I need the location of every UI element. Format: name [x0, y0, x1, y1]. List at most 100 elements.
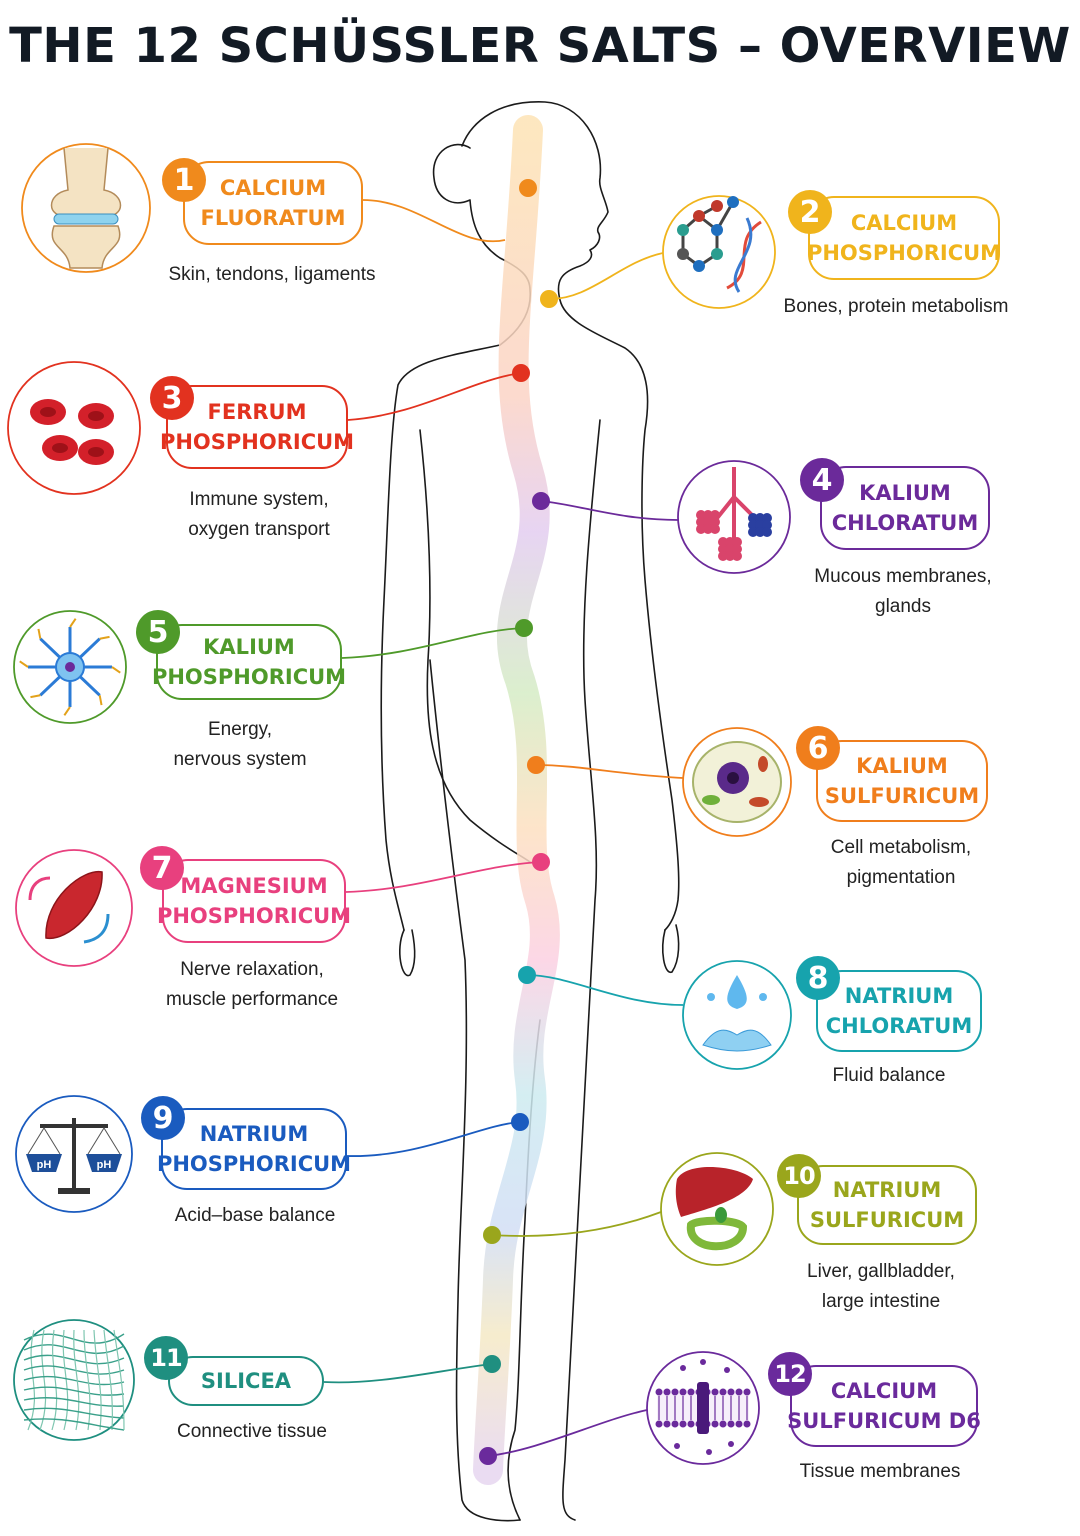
- number-badge: 5: [136, 610, 180, 654]
- salt-description: Skin, tendons, ligaments: [112, 260, 432, 290]
- salt-description: Immune system, oxygen transport: [99, 485, 419, 545]
- salt-label-box: KALIUM CHLORATUM: [820, 466, 990, 550]
- description-line: pigmentation: [846, 867, 956, 888]
- salt-label-box: MAGNESIUM PHOSPHORICUM: [157, 859, 351, 943]
- salt-description: Energy, nervous system: [80, 715, 400, 775]
- glands-icon: [677, 460, 791, 574]
- salt-name: CHLORATUM: [831, 511, 979, 535]
- description-line: oxygen transport: [188, 519, 330, 540]
- molecule-dna-icon: [662, 195, 776, 309]
- salt-name: PHOSPHORICUM: [151, 665, 347, 689]
- water-drop-icon: [682, 960, 792, 1070]
- salt-name: CALCIUM: [219, 176, 327, 200]
- spine-dot: [518, 966, 536, 984]
- salt-description: Tissue membranes: [720, 1457, 1040, 1487]
- salt-label-box: NATRIUM SULFURICUM: [797, 1165, 977, 1245]
- neuron-icon: [13, 610, 127, 724]
- salt-name: PHOSPHORICUM: [156, 1152, 352, 1176]
- ph-label: pH: [37, 1159, 52, 1171]
- salt-description: Acid–base balance: [95, 1201, 415, 1231]
- cell-icon: [682, 727, 792, 837]
- salt-name: KALIUM: [859, 481, 951, 505]
- salt-name: MAGNESIUM: [180, 874, 328, 898]
- page-title: THE 12 SCHÜSSLER SALTS – OVERVIEW: [9, 18, 1071, 74]
- number-badge: 11: [144, 1336, 188, 1380]
- description-line: Immune system,: [189, 489, 329, 510]
- connector-line: [548, 252, 664, 300]
- number-badge: 7: [140, 846, 184, 890]
- spine-dot: [511, 1113, 529, 1131]
- spine-dot: [479, 1447, 497, 1465]
- salt-name: SULFURICUM D6: [787, 1409, 981, 1433]
- description-line: Cell metabolism,: [830, 837, 972, 858]
- salt-name: FERRUM: [207, 400, 307, 424]
- connective-tissue-icon: [13, 1319, 135, 1441]
- connector-line: [345, 861, 542, 893]
- spine-dot: [540, 290, 558, 308]
- number-badge: 2: [788, 190, 832, 234]
- salt-description: Cell metabolism, pigmentation: [741, 833, 1061, 893]
- description-line: Fluid balance: [832, 1065, 946, 1086]
- number-badge: 10: [777, 1154, 821, 1198]
- description-line: Tissue membranes: [799, 1461, 961, 1482]
- salt-description: Liver, gallbladder, large intestine: [721, 1257, 1041, 1317]
- connector-line: [540, 500, 679, 521]
- description-line: Energy,: [207, 719, 273, 740]
- connector-line: [491, 1211, 662, 1237]
- description-line: Mucous membranes,: [814, 566, 992, 587]
- salt-name: CALCIUM: [830, 1379, 938, 1403]
- description-line: nervous system: [173, 749, 307, 770]
- number-badge: 8: [796, 956, 840, 1000]
- spine-dot: [532, 853, 550, 871]
- number-badge: 1: [162, 158, 206, 202]
- spine-dot: [515, 619, 533, 637]
- salt-label-box: CALCIUM SULFURICUM D6: [787, 1365, 981, 1447]
- connector-line: [341, 627, 525, 659]
- cell-membrane-icon: [646, 1351, 760, 1465]
- number-badge: 12: [768, 1352, 812, 1396]
- description-line: large intestine: [821, 1291, 941, 1312]
- salt-label-box: CALCIUM FLUORATUM: [183, 161, 363, 245]
- spine-dot: [483, 1355, 501, 1373]
- salt-name: KALIUM: [203, 635, 295, 659]
- spine-gradient: [473, 115, 560, 1485]
- number-badge: 4: [800, 458, 844, 502]
- number-badge: 3: [150, 376, 194, 420]
- description-line: glands: [875, 596, 931, 617]
- spine-dot: [527, 756, 545, 774]
- description-line: Skin, tendons, ligaments: [168, 264, 376, 285]
- description-line: muscle performance: [165, 989, 339, 1010]
- salt-description: Bones, protein metabolism: [736, 292, 1056, 322]
- description-line: Liver, gallbladder,: [807, 1261, 955, 1282]
- salt-label-box: KALIUM PHOSPHORICUM: [152, 624, 346, 700]
- salt-name: NATRIUM: [844, 984, 954, 1008]
- salt-description: Nerve relaxation,muscle performance: [92, 955, 412, 1015]
- connector-line: [362, 199, 506, 243]
- connector-line: [526, 974, 684, 1006]
- salt-label-box: NATRIUM CHLORATUM: [816, 970, 982, 1052]
- salt-label-box: FERRUM PHOSPHORICUM: [160, 385, 354, 469]
- salt-name: PHOSPHORICUM: [159, 430, 355, 454]
- salt-name: NATRIUM: [199, 1122, 309, 1146]
- connector-line: [347, 372, 522, 421]
- muscle-icon: [15, 849, 133, 967]
- description-line: Connective tissue: [177, 1421, 327, 1442]
- salt-name: PHOSPHORICUM: [156, 904, 352, 928]
- connector-line: [487, 1409, 648, 1457]
- salt-description: Fluid balance: [729, 1061, 1049, 1091]
- salt-label-box: SILICEA: [168, 1356, 324, 1406]
- salt-label-box: NATRIUM PHOSPHORICUM: [157, 1108, 351, 1190]
- salt-name: FLUORATUM: [200, 206, 346, 230]
- salt-name: NATRIUM: [832, 1178, 942, 1202]
- salt-name: SULFURICUM: [824, 784, 980, 808]
- connector-line: [323, 1363, 493, 1384]
- salt-description: Mucous membranes, glands: [743, 562, 1063, 622]
- body-outline: [380, 101, 680, 1522]
- spine-dot: [512, 364, 530, 382]
- spine-dot: [519, 179, 537, 197]
- salt-name: CHLORATUM: [825, 1014, 973, 1038]
- salt-name: SULFURICUM: [809, 1208, 965, 1232]
